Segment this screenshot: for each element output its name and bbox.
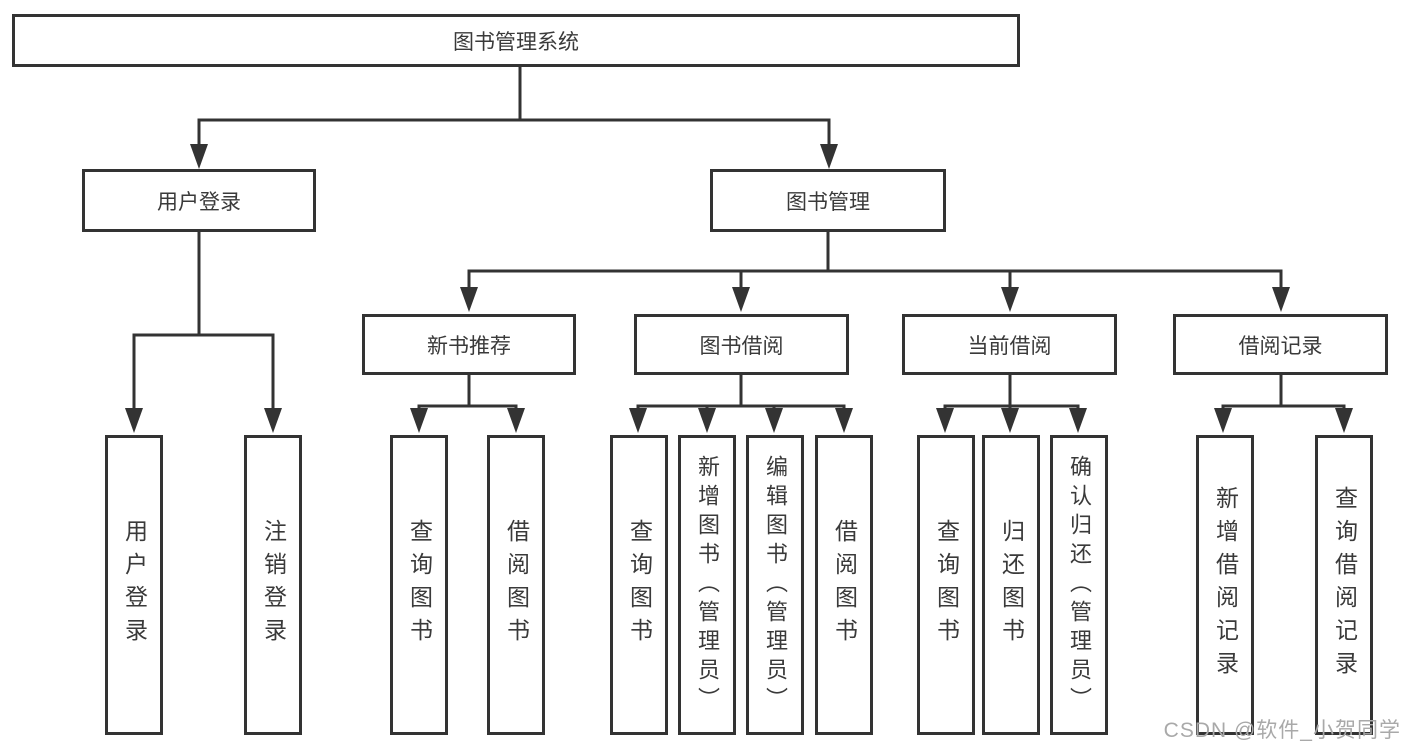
node-leaf-records-query-borrow-record-label: 查询借阅记录 (1331, 486, 1358, 684)
node-leaf-user-login: 用户登录 (105, 435, 163, 735)
node-leaf-borrow-borrow-books: 借阅图书 (815, 435, 873, 735)
node-root: 图书管理系统 (12, 14, 1020, 67)
node-leaf-records-query-borrow-record: 查询借阅记录 (1315, 435, 1373, 735)
node-leaf-recommend-query-books: 查询图书 (390, 435, 448, 735)
node-leaf-borrow-add-books-admin: 新增图书（管理员） (678, 435, 736, 735)
node-new-book-recommend: 新书推荐 (362, 314, 576, 375)
node-leaf-records-add-borrow-record: 新增借阅记录 (1196, 435, 1254, 735)
node-user-login-label: 用户登录 (157, 190, 241, 214)
node-leaf-recommend-borrow-books: 借阅图书 (487, 435, 545, 735)
node-leaf-recommend-borrow-books-label: 借阅图书 (503, 519, 530, 651)
node-leaf-current-query-books-label: 查询图书 (933, 519, 960, 651)
node-book-borrow-label: 图书借阅 (699, 334, 784, 358)
node-leaf-borrow-edit-books-admin: 编辑图书（管理员） (746, 435, 804, 735)
node-leaf-current-return-books: 归还图书 (982, 435, 1040, 735)
csdn-watermark: CSDN @软件_小贺同学 (1163, 719, 1401, 742)
node-current-borrow-label: 当前借阅 (967, 334, 1052, 358)
node-new-book-recommend-label: 新书推荐 (427, 334, 511, 358)
node-leaf-logout: 注销登录 (244, 435, 302, 735)
node-leaf-current-confirm-return-admin: 确认归还（管理员） (1050, 435, 1108, 735)
node-leaf-borrow-edit-books-admin-label: 编辑图书（管理员） (763, 454, 788, 716)
node-leaf-borrow-query-books-label: 查询图书 (626, 519, 653, 651)
node-borrow-records-label: 借阅记录 (1238, 334, 1323, 358)
node-leaf-recommend-query-books-label: 查询图书 (406, 519, 433, 651)
node-leaf-current-query-books: 查询图书 (917, 435, 975, 735)
node-user-login: 用户登录 (82, 169, 316, 232)
node-leaf-borrow-borrow-books-label: 借阅图书 (831, 519, 858, 651)
node-current-borrow: 当前借阅 (902, 314, 1117, 375)
node-leaf-records-add-borrow-record-label: 新增借阅记录 (1212, 486, 1239, 684)
node-leaf-current-confirm-return-admin-label: 确认归还（管理员） (1067, 454, 1092, 716)
node-leaf-user-login-label: 用户登录 (121, 519, 148, 651)
node-book-borrow: 图书借阅 (634, 314, 849, 375)
node-leaf-logout-label: 注销登录 (260, 519, 287, 651)
node-leaf-current-return-books-label: 归还图书 (998, 519, 1025, 651)
node-leaf-borrow-add-books-admin-label: 新增图书（管理员） (695, 454, 720, 716)
node-book-management: 图书管理 (710, 169, 946, 232)
node-root-label: 图书管理系统 (453, 30, 579, 54)
node-leaf-borrow-query-books: 查询图书 (610, 435, 668, 735)
node-borrow-records: 借阅记录 (1173, 314, 1388, 375)
node-book-management-label: 图书管理 (786, 190, 870, 214)
